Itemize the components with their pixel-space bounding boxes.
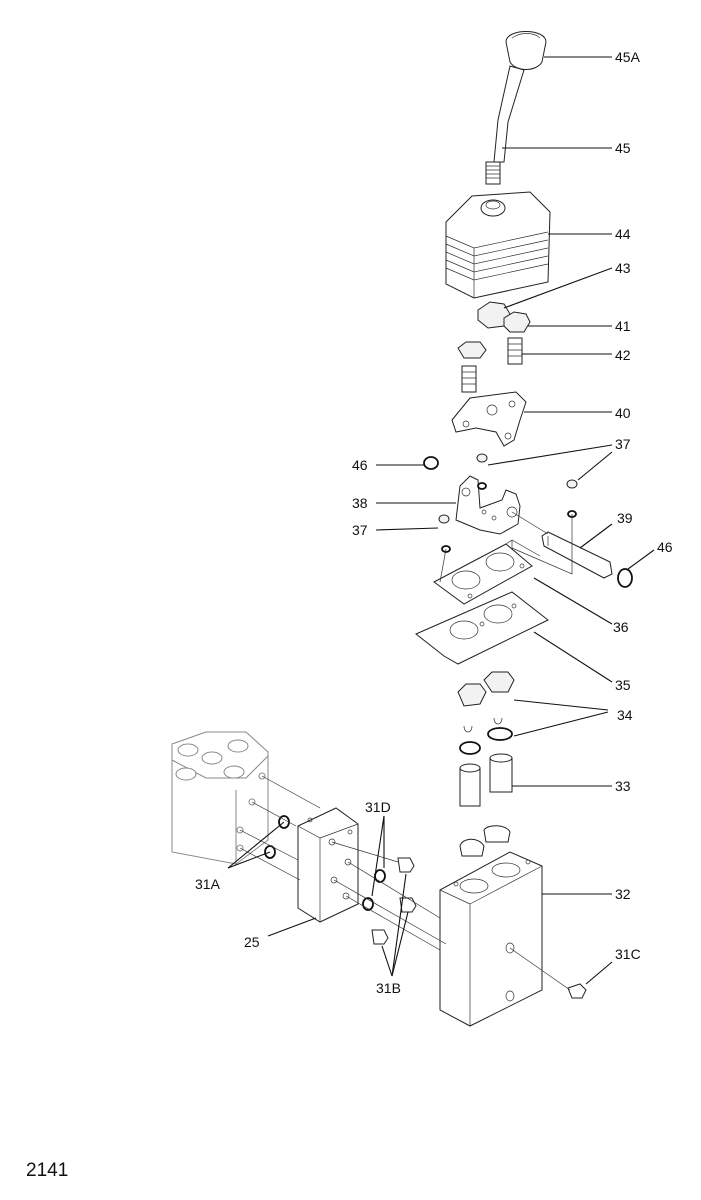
label-45: 45 xyxy=(615,140,631,156)
label-25: 25 xyxy=(244,934,260,950)
label-40: 40 xyxy=(615,405,631,421)
part-ring-small-c xyxy=(441,545,451,553)
part-34-nuts xyxy=(457,671,515,755)
part-32-valve-body xyxy=(439,851,543,1027)
label-46-left: 46 xyxy=(352,457,368,473)
part-31b-bolts xyxy=(371,857,417,945)
part-labels: 45A 45 44 43 41 42 40 37 46 38 37 39 46 … xyxy=(195,49,673,996)
part-39-shaft xyxy=(541,531,613,579)
part-seal-b xyxy=(483,825,511,843)
label-38: 38 xyxy=(352,495,368,511)
part-40-bracket xyxy=(451,391,527,447)
label-33: 33 xyxy=(615,778,631,794)
label-35: 35 xyxy=(615,677,631,693)
part-41-cap xyxy=(503,311,531,333)
part-45-lever xyxy=(485,65,525,185)
part-36-plate xyxy=(433,539,541,605)
leader-lines xyxy=(227,56,655,985)
part-31d-ring-b xyxy=(362,897,374,911)
part-31c-bolt xyxy=(567,983,587,999)
part-ring-small-a xyxy=(477,482,487,490)
label-32: 32 xyxy=(615,886,631,902)
pump-body xyxy=(171,731,269,865)
label-37-lower: 37 xyxy=(352,522,368,538)
label-37-upper: 37 xyxy=(615,436,631,452)
part-37-pin-a xyxy=(476,453,488,463)
label-36: 36 xyxy=(613,619,629,635)
part-38-pivot-block xyxy=(455,475,521,535)
part-45a-knob xyxy=(505,31,547,70)
part-37-pin-b xyxy=(566,479,578,489)
part-46-ring-b xyxy=(617,568,633,588)
label-41: 41 xyxy=(615,318,631,334)
label-31c: 31C xyxy=(615,946,641,962)
label-31b: 31B xyxy=(376,980,401,996)
part-31a-ring-b xyxy=(264,845,276,859)
label-39: 39 xyxy=(617,510,633,526)
part-25-adapter-block xyxy=(297,807,359,923)
label-42: 42 xyxy=(615,347,631,363)
label-46-right: 46 xyxy=(657,539,673,555)
part-46-ring-a xyxy=(423,456,439,470)
part-42-studs xyxy=(457,337,523,393)
part-seal-a xyxy=(459,838,485,857)
label-31d: 31D xyxy=(365,799,391,815)
label-45a: 45A xyxy=(615,49,641,65)
part-35-gasket xyxy=(415,591,549,665)
part-31d-ring-a xyxy=(374,869,386,883)
part-33-sleeves xyxy=(459,753,513,807)
label-43: 43 xyxy=(615,260,631,276)
page-number: 2141 xyxy=(26,1160,68,1181)
label-31a: 31A xyxy=(195,876,221,892)
label-44: 44 xyxy=(615,226,631,242)
label-34: 34 xyxy=(617,707,633,723)
projection-lines xyxy=(239,511,573,991)
part-37-pin-c xyxy=(438,514,450,524)
part-44-boot xyxy=(445,191,551,299)
